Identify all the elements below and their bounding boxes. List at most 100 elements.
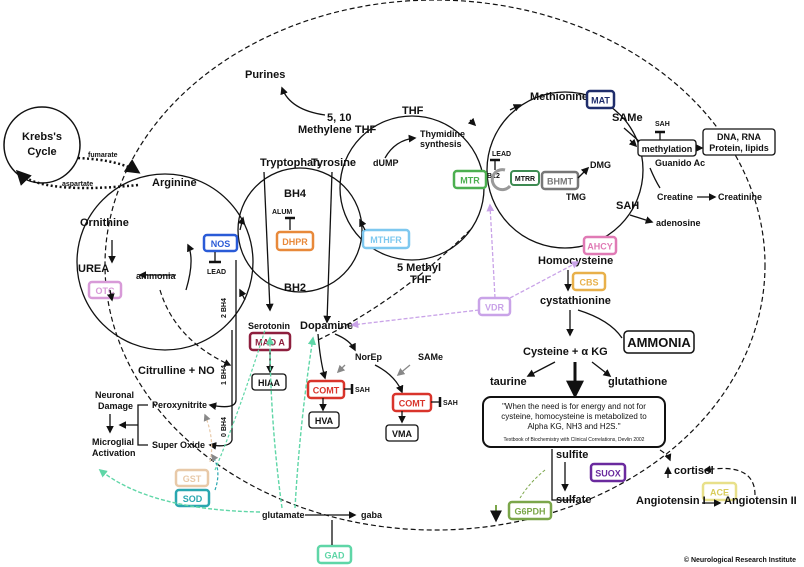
creatine-label: Creatine [657, 192, 693, 202]
urea-cycle [76, 173, 254, 351]
sah-top-label: SAH [655, 121, 670, 128]
guanido-label: Guanido Ac [655, 158, 705, 168]
gaba-label: gaba [361, 510, 383, 520]
bh4-label: BH4 [284, 188, 307, 200]
thf-label: THF [402, 105, 424, 117]
bh2-label: BH2 [284, 282, 306, 294]
dopamine-label: Dopamine [300, 320, 353, 332]
quote-line-1: "When the need is for energy and not for [502, 402, 646, 411]
cbs-enzyme-box [571, 271, 607, 292]
cycle-label: Cycle [27, 146, 56, 158]
ammonia-box [623, 330, 695, 354]
glutathione-label: glutathione [608, 376, 667, 388]
gad-enzyme-box [316, 544, 353, 565]
norep-label: NorEp [355, 352, 383, 362]
ace-enzyme-label: ACE [710, 488, 729, 498]
zero-bh4-label: 0 BH4 [221, 417, 228, 437]
alum-label: ALUM [272, 209, 292, 216]
krebs-cycle [3, 106, 81, 184]
neuronal-label-1: Neuronal [95, 390, 134, 400]
dna-label-1: DNA, RNA [717, 132, 761, 142]
angiotensin-2-label: Angiotensin II [724, 495, 797, 507]
neuronal-label-2: Damage [98, 401, 133, 411]
methylene-thf-label-2: Methylene THF [298, 124, 377, 136]
mat-enzyme-label: MAT [591, 96, 610, 106]
hva-box [308, 411, 340, 429]
citrulline-no-label: Citrulline + NO [138, 365, 215, 377]
suox-enzyme-label: SUOX [595, 469, 621, 479]
dhpr-enzyme-label: DHPR [282, 237, 308, 247]
cystathionine-label: cystathionine [540, 295, 611, 307]
vdr-enzyme-label: VDR [485, 303, 505, 313]
ammonia-small-label: ammonia [136, 271, 177, 281]
fumarate-label: fumarate [88, 152, 118, 159]
tyrosine-label: Tyrosine [311, 157, 356, 169]
hiaa-label: HIAA [258, 378, 280, 388]
cysteine-label: Cysteine + α KG [523, 346, 608, 358]
one-bh4-label: 1 BH4 [221, 365, 228, 385]
copyright-label: © Neurological Research Institute [684, 556, 796, 564]
nos-enzyme-label: NOS [211, 239, 231, 249]
purines-label: Purines [245, 69, 285, 81]
comt1-enzyme-label: COMT [313, 386, 340, 396]
mthfr-enzyme-label: MTHFR [370, 235, 402, 245]
super-oxide-label: Super Oxide [152, 440, 205, 450]
bh4-cycle [237, 167, 363, 293]
hiaa-box [251, 373, 287, 391]
microglial-label-2: Activation [92, 448, 136, 458]
suox-enzyme-box [589, 462, 627, 483]
quote-line-3: Alpha KG, NH3 and H2S." [527, 422, 620, 431]
thymidine-label-1: Thymidine [420, 129, 465, 139]
methionine-label: Methionine [530, 91, 588, 103]
ornithine-label: Ornithine [80, 217, 129, 229]
quote-source: Textbook of Biochemistry with Clinical C… [504, 437, 645, 443]
mat-enzyme-box [585, 89, 616, 110]
sah-comt2-label: SAH [443, 400, 458, 407]
krebs-label: Krebs's [22, 131, 62, 143]
angiotensin-1-label: Angiotensin I [636, 495, 706, 507]
quote-box [482, 396, 666, 448]
cbs-enzyme-label: CBS [579, 278, 598, 288]
arginine-label: Arginine [152, 177, 197, 189]
methylene-thf-label-1: 5, 10 [327, 112, 351, 124]
bhmt-enzyme-label: BHMT [547, 177, 573, 187]
bhmt-enzyme-box [540, 170, 580, 191]
dmg-label: DMG [590, 160, 611, 170]
methyl-thf-label-2: THF [410, 274, 432, 286]
dhpr-enzyme-box [275, 230, 315, 252]
dump-label: dUMP [373, 158, 399, 168]
microglial-label-1: Microglial [92, 437, 134, 447]
gst-enzyme-box [174, 468, 210, 488]
tryptophan-label: Tryptophan [260, 157, 320, 169]
ahcy-enzyme-label: AHCY [587, 242, 613, 252]
tmg-label: TMG [566, 192, 586, 202]
methyl-thf-label-1: 5 Methyl [397, 262, 441, 274]
hva-label: HVA [315, 416, 334, 426]
methylation-label: methylation [642, 144, 693, 154]
thymidine-label-2: synthesis [420, 139, 462, 149]
peroxynitrite-label: Peroxynitrite [152, 400, 207, 410]
ammonia-big-label: AMMONIA [627, 335, 691, 350]
vma-box [385, 424, 419, 442]
ahcy-enzyme-box [582, 235, 618, 256]
mtr-enzyme-box [452, 169, 488, 190]
mtrr-enzyme-label: MTRR [515, 176, 535, 183]
urea-label: UREA [78, 263, 109, 275]
sod-enzyme-label: SOD [183, 494, 203, 504]
glutamate-label: glutamate [262, 510, 305, 520]
creatinine-label: Creatinine [718, 192, 762, 202]
homocysteine-label: Homocysteine [538, 255, 613, 267]
comt2-enzyme-label: COMT [399, 399, 426, 409]
dna-rna-box [702, 128, 776, 156]
gst-enzyme-label: GST [183, 474, 202, 484]
sulfate-label: sulfate [556, 494, 591, 506]
mtrr-enzyme-box [510, 170, 540, 186]
mthfr-enzyme-box [361, 228, 411, 250]
otc-enzyme-label: OTC [96, 286, 115, 296]
gad-enzyme-label: GAD [325, 551, 346, 561]
mtr-enzyme-label: MTR [460, 176, 480, 186]
vma-label: VMA [392, 429, 413, 439]
methionine-cycle [486, 91, 644, 249]
